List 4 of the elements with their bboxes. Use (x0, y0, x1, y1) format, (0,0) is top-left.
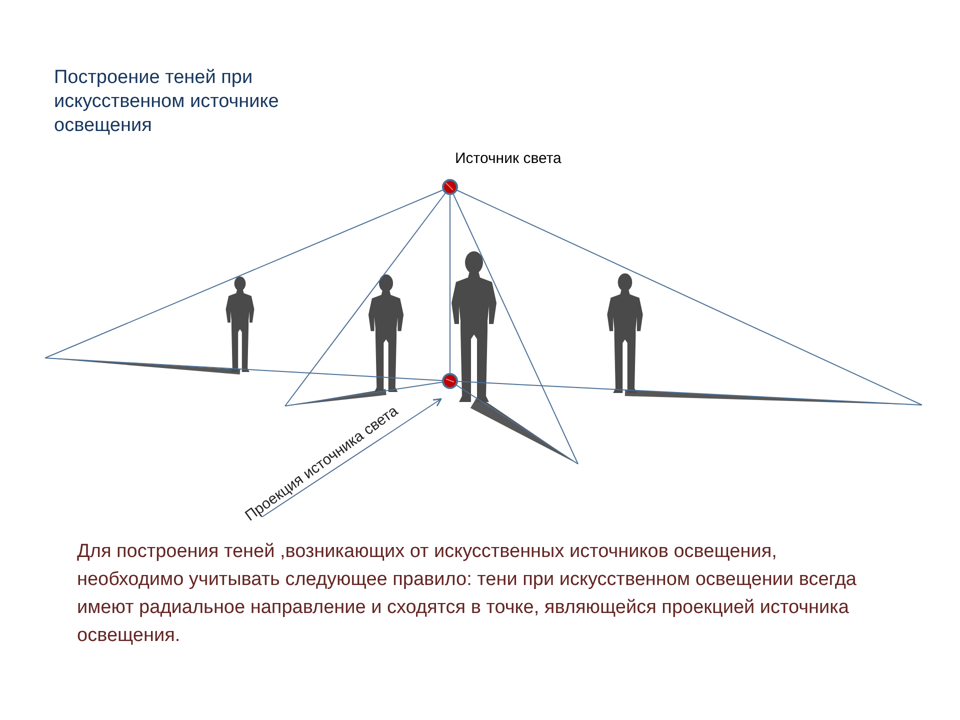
caption-paragraph: Для построения теней ,возникающих от искусственных источников освещения, необходимо учитывать следующее правило: тени при искусственном освещении всегда имеют радиальное направление и сходятся в точке, являющейся проекцией источника освещения. (77, 540, 858, 648)
arrow (262, 398, 442, 518)
node-label: Источник света (455, 150, 562, 167)
title: Построение теней при искусственном источнике освещения (54, 66, 280, 138)
